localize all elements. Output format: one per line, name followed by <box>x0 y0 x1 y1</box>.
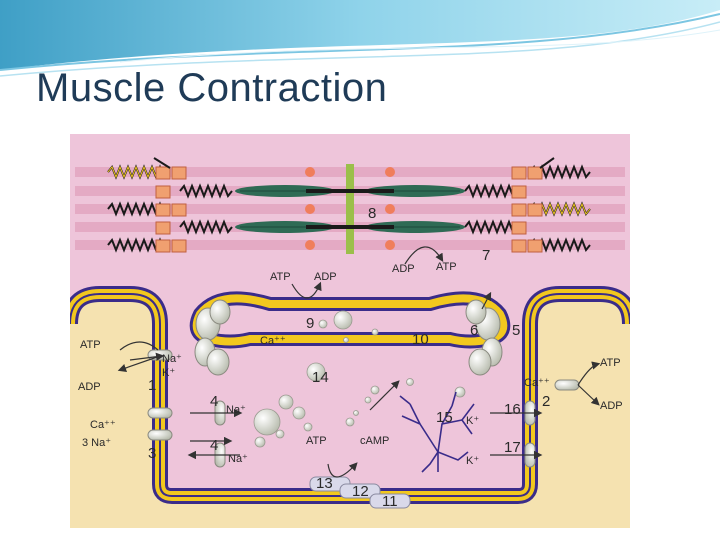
number-13: 13 <box>316 475 333 492</box>
label-atp: ATP <box>600 357 621 369</box>
vesicles <box>253 310 466 448</box>
number-15: 15 <box>436 409 453 426</box>
muscle-cell-diagram: ATP ADP ADP ATP ATP ADP Na⁺ K⁺ Ca⁺⁺ 3 Na… <box>70 134 630 528</box>
title-banner-swoosh <box>0 0 720 77</box>
label-ca: Ca⁺⁺ <box>524 377 550 389</box>
label-atp: ATP <box>436 261 457 273</box>
label-na: Na⁺ <box>228 453 248 465</box>
number-4: 4 <box>210 437 218 454</box>
receptor-stack <box>309 476 411 509</box>
label-atp: ATP <box>270 271 291 283</box>
number-5: 5 <box>512 322 520 339</box>
number-16: 16 <box>504 401 521 418</box>
label-k: K⁺ <box>466 415 479 427</box>
label-atp: ATP <box>306 435 327 447</box>
number-17: 17 <box>504 439 521 456</box>
number-7: 7 <box>482 247 490 264</box>
number-2: 2 <box>542 393 550 410</box>
extracellular-left-pocket <box>70 294 630 528</box>
number-10: 10 <box>412 331 429 348</box>
calcium-channels-right <box>465 299 503 376</box>
number-1: 1 <box>148 377 156 394</box>
label-ca: Ca⁺⁺ <box>90 419 116 431</box>
number-12: 12 <box>352 483 369 500</box>
number-9: 9 <box>306 315 314 332</box>
branched-structure <box>399 391 475 473</box>
label-adp: ADP <box>78 381 101 393</box>
slide-title: Muscle Contraction <box>36 66 388 110</box>
label-adp: ADP <box>392 263 415 275</box>
number-8: 8 <box>368 205 376 222</box>
label-adp: ADP <box>314 271 337 283</box>
label-k: K⁺ <box>466 455 479 467</box>
label-na: Na⁺ <box>162 353 182 365</box>
calcium-channels-left <box>194 299 231 376</box>
reaction-arrows <box>117 246 601 478</box>
number-6: 6 <box>470 322 478 339</box>
label-k: K⁺ <box>162 367 175 379</box>
myofibril-rows <box>75 157 625 254</box>
label-atp: ATP <box>80 339 101 351</box>
label-3na: 3 Na⁺ <box>82 437 111 449</box>
label-camp: cAMP <box>360 435 389 447</box>
label-ca: Ca⁺⁺ <box>260 335 286 347</box>
number-3: 3 <box>148 445 156 462</box>
label-na: Na⁺ <box>226 404 246 416</box>
number-4: 4 <box>210 393 218 410</box>
label-adp: ADP <box>600 400 623 412</box>
number-14: 14 <box>312 369 329 386</box>
number-11: 11 <box>382 493 398 510</box>
